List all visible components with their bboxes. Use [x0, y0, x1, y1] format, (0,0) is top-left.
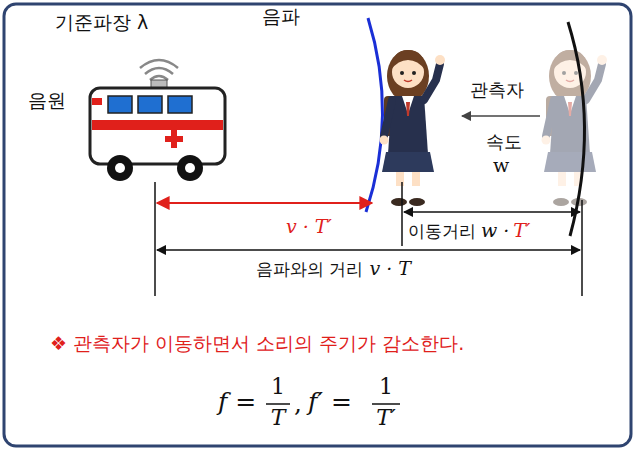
ambulance-icon: [90, 60, 225, 181]
fraction-bar: [372, 403, 400, 405]
source-label: 음원: [28, 90, 66, 112]
speed-label: 속도: [486, 132, 522, 153]
distance-arrow: [157, 249, 580, 251]
note-text: ❖ 관측자가 이동하면서 소리의 주기가 감소한다.: [50, 333, 464, 355]
distance-label: v · T′: [286, 216, 332, 238]
fraction-bar: [266, 403, 290, 405]
distance-label: T′: [513, 220, 530, 242]
extension-line: [401, 182, 403, 246]
distance-label: w ·: [481, 220, 509, 242]
distance-label: v · T: [369, 258, 411, 280]
extension-line: [581, 200, 583, 296]
distance-arrow: [157, 202, 372, 204]
observer-label: 관측자: [470, 80, 524, 101]
formula-numerator: 1: [271, 374, 285, 399]
formula-part: ,: [294, 390, 302, 419]
formula-numerator: 1: [379, 374, 393, 399]
observer-after: [380, 50, 446, 206]
wavelength-label: 기준파장 λ: [55, 12, 148, 34]
extension-line: [154, 182, 156, 296]
distance-arrow: [404, 211, 580, 213]
distance-label: 음파와의 거리: [256, 260, 363, 280]
formula-part: f′ =: [308, 388, 352, 417]
wave-label: 음파: [262, 6, 300, 28]
speed-symbol: w: [493, 155, 509, 177]
formula-denominator: T: [271, 405, 286, 430]
sound-wave: [366, 18, 383, 212]
distance-label: 이동거리: [408, 222, 476, 242]
velocity-arrow: [462, 115, 540, 117]
formula-denominator: T′: [376, 405, 396, 430]
observer-before: [542, 50, 608, 206]
formula-part: f =: [218, 388, 256, 417]
